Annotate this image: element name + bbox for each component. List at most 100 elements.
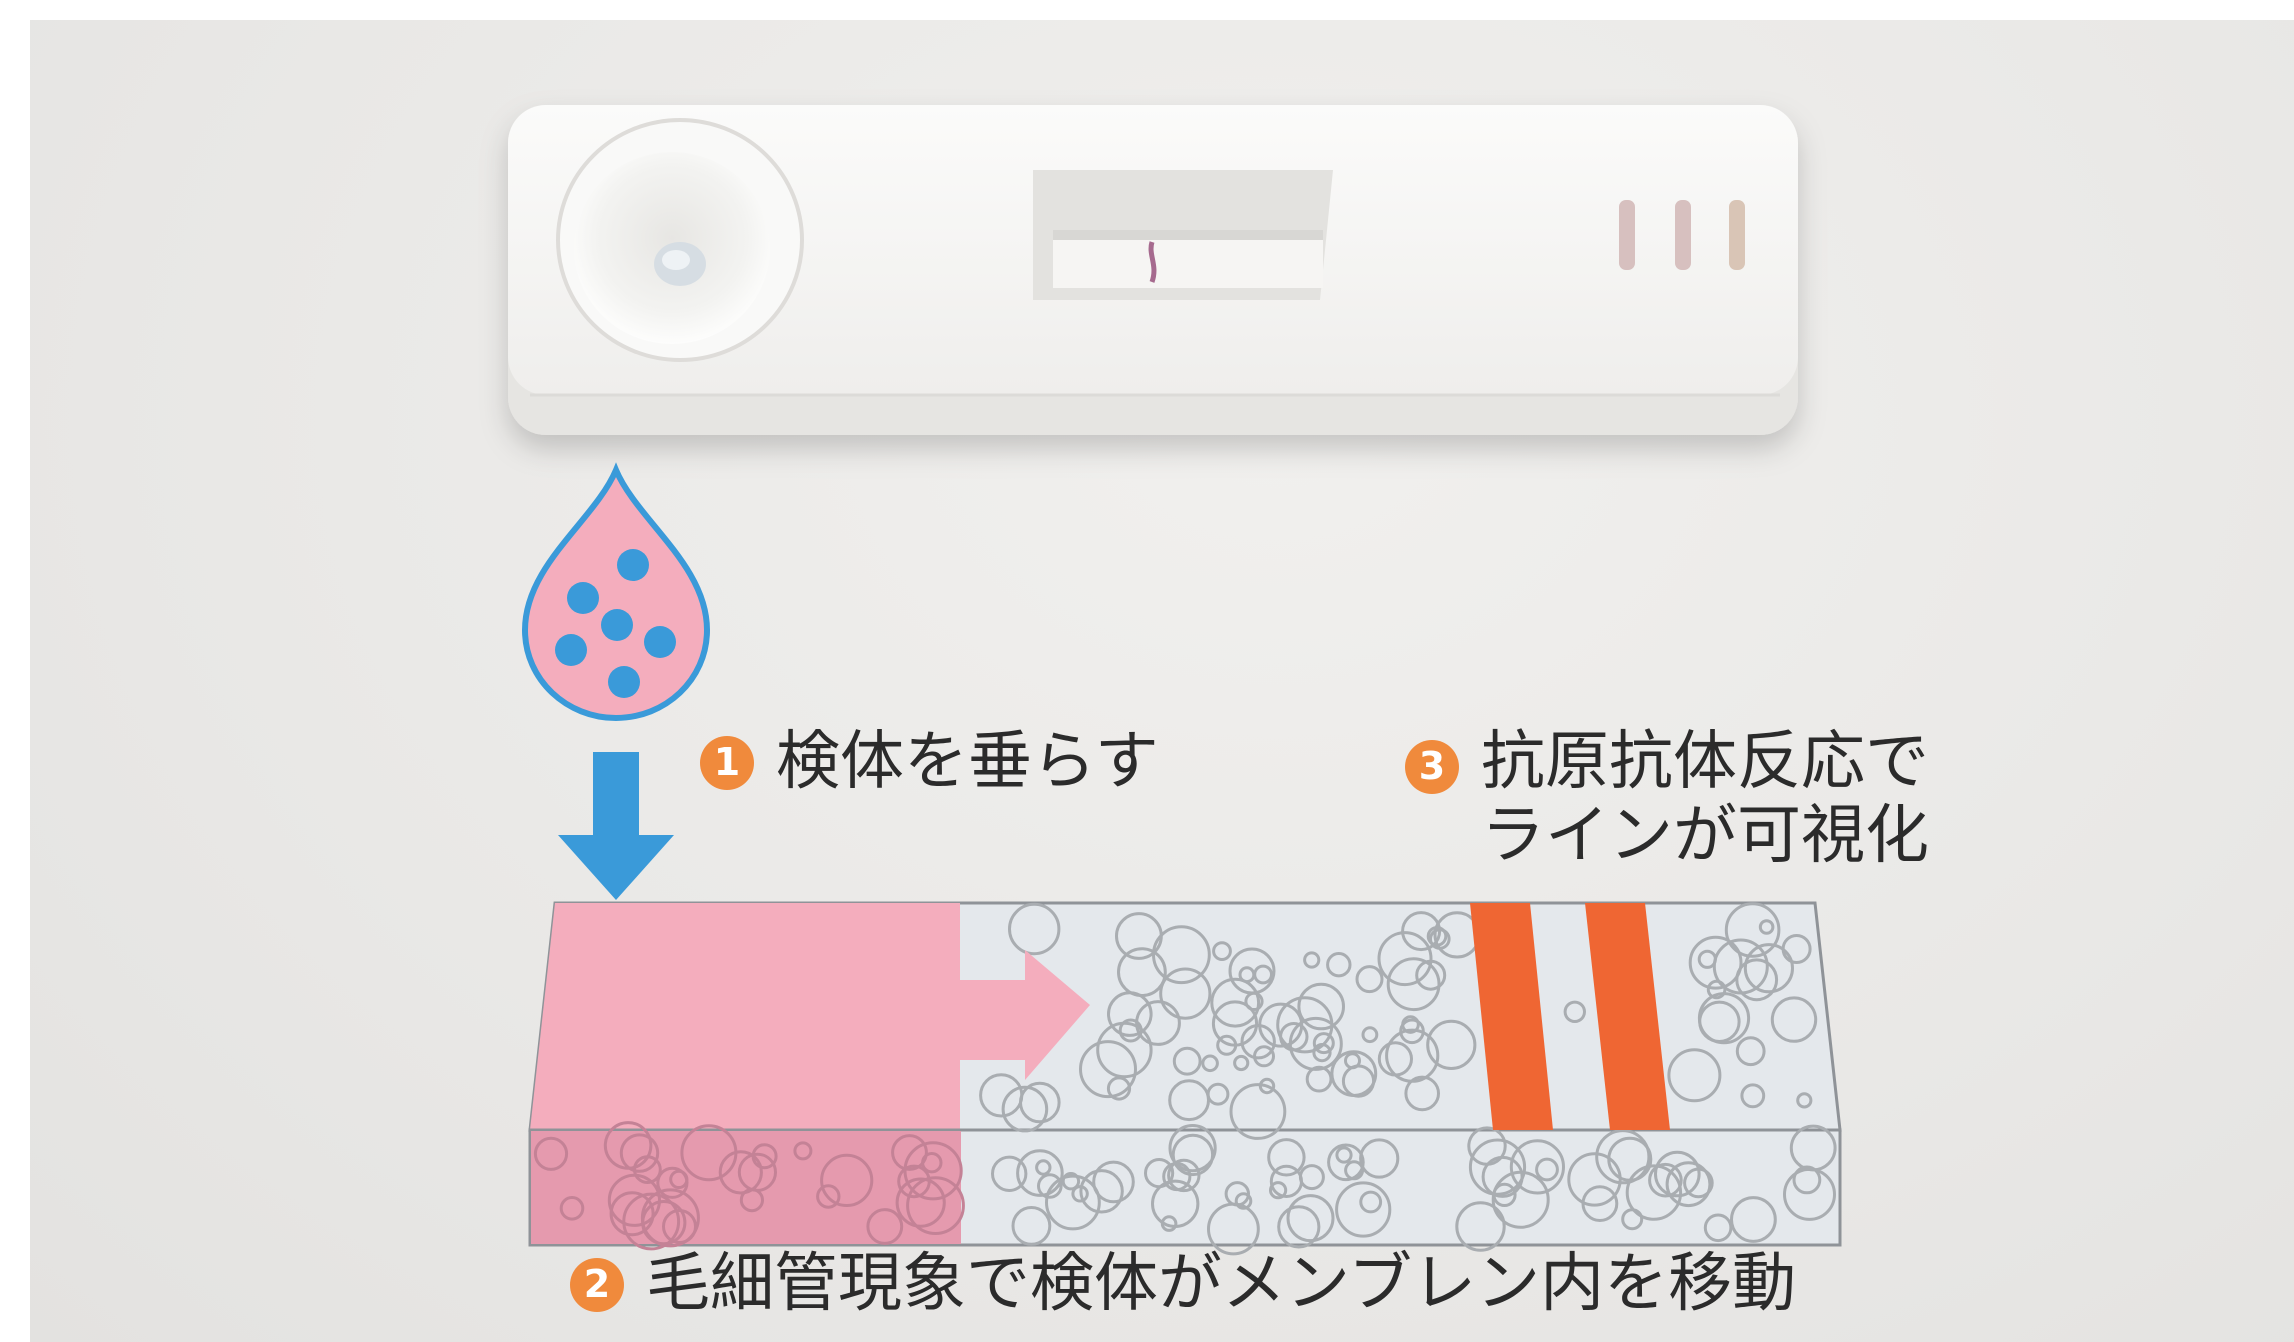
flow-arrow-icon: [960, 950, 1090, 1080]
pore: [1167, 1158, 1201, 1193]
pore: [1171, 1133, 1215, 1177]
pore: [1011, 1206, 1052, 1246]
pore: [1697, 949, 1717, 969]
pore: [1359, 1138, 1400, 1179]
pore: [1491, 1170, 1550, 1229]
pore: [1735, 1036, 1766, 1067]
pore: [718, 1150, 763, 1195]
pore: [1269, 1181, 1288, 1200]
step-3-text-line1: 抗原抗体反応で: [1481, 725, 1929, 799]
pore: [1286, 1194, 1335, 1243]
test-line-2: [1585, 903, 1670, 1130]
pore: [1234, 1192, 1253, 1210]
pore: [1467, 1126, 1507, 1166]
pore: [1172, 1046, 1202, 1076]
pore: [1404, 1075, 1440, 1112]
pore: [1607, 1136, 1653, 1182]
pore: [1401, 1015, 1420, 1034]
pore: [895, 1177, 946, 1228]
pore: [1361, 1026, 1379, 1044]
pore: [891, 1134, 928, 1171]
illustration: [508, 105, 1842, 1256]
pore: [866, 1208, 904, 1245]
pore: [656, 1166, 689, 1199]
down-arrow-icon: [558, 752, 674, 900]
pore: [1229, 1083, 1287, 1140]
pore: [1071, 1185, 1089, 1203]
pore: [619, 1133, 660, 1173]
pore: [1107, 991, 1153, 1037]
pore: [793, 1141, 813, 1161]
pore: [1377, 931, 1433, 987]
pore: [1168, 1124, 1217, 1173]
pore: [1697, 992, 1751, 1045]
pore: [1212, 941, 1232, 961]
pore: [1201, 1054, 1219, 1073]
pore: [991, 1155, 1028, 1193]
step-3-text-line2: ラインが可視化: [1481, 798, 1929, 873]
pore: [1092, 1160, 1135, 1204]
vent-slots: [1619, 200, 1745, 270]
pore: [1581, 1185, 1619, 1222]
sample-well: [556, 118, 804, 362]
pore: [1735, 958, 1779, 1002]
pore: [1355, 965, 1384, 994]
pore: [1335, 1146, 1353, 1164]
pore: [1563, 1000, 1587, 1023]
pore: [1019, 1081, 1061, 1124]
pore: [1008, 902, 1061, 956]
pore: [1115, 912, 1163, 960]
pore: [1305, 1065, 1333, 1093]
pore: [1297, 982, 1345, 1031]
test-cassette: [508, 105, 1798, 435]
pore: [1455, 1201, 1506, 1252]
pore: [1796, 1092, 1813, 1109]
pore: [1240, 1024, 1276, 1060]
pore: [1144, 1158, 1175, 1189]
pore: [1216, 1034, 1238, 1056]
pore: [622, 1192, 681, 1251]
pore: [737, 1152, 778, 1192]
pore: [1783, 1167, 1836, 1221]
pore: [1312, 1032, 1335, 1055]
pore: [1770, 996, 1818, 1043]
pore: [1724, 902, 1781, 958]
pore: [820, 1153, 874, 1208]
pore: [1277, 1205, 1321, 1249]
sample-drop-icon: [521, 462, 711, 722]
pore: [1253, 1045, 1275, 1068]
result-window: [1033, 170, 1333, 300]
step-2-text: 毛細管現象で検体がメンブレン内を移動: [646, 1247, 1797, 1321]
step-1-label: 1 検体を垂らす: [700, 725, 1159, 800]
pore: [1730, 1196, 1777, 1243]
pore: [1535, 1157, 1559, 1182]
pore: [1688, 935, 1743, 990]
pore: [1385, 1028, 1440, 1083]
pore: [1758, 919, 1775, 935]
pore: [1045, 1174, 1101, 1231]
step-2-badge: 2: [570, 1257, 624, 1312]
pore: [1667, 1048, 1722, 1103]
diagram-scene: 1 検体を垂らす 3 抗原抗体反応で ラインが可視化 2 毛細管現象で検体がメン…: [30, 20, 2294, 1342]
pore: [1016, 1149, 1064, 1197]
pore: [1665, 1161, 1712, 1208]
step-1-text: 検体を垂らす: [776, 725, 1159, 799]
pore: [1654, 1150, 1701, 1198]
pore: [1740, 1083, 1766, 1109]
step-1-badge: 1: [700, 735, 754, 790]
pore: [1426, 926, 1448, 947]
pore: [1326, 952, 1352, 978]
pore: [1386, 957, 1441, 1012]
pore: [1683, 1167, 1714, 1199]
pore: [1327, 1143, 1365, 1182]
pore: [1703, 1213, 1733, 1243]
pore: [1298, 1164, 1325, 1191]
pore: [1303, 951, 1321, 969]
pore: [1168, 1079, 1210, 1122]
pore: [1426, 1019, 1477, 1071]
pore: [906, 1176, 965, 1235]
pore: [1335, 1181, 1392, 1238]
test-line-1: [1470, 903, 1553, 1130]
pore: [1228, 947, 1276, 995]
pore: [1224, 1181, 1251, 1207]
